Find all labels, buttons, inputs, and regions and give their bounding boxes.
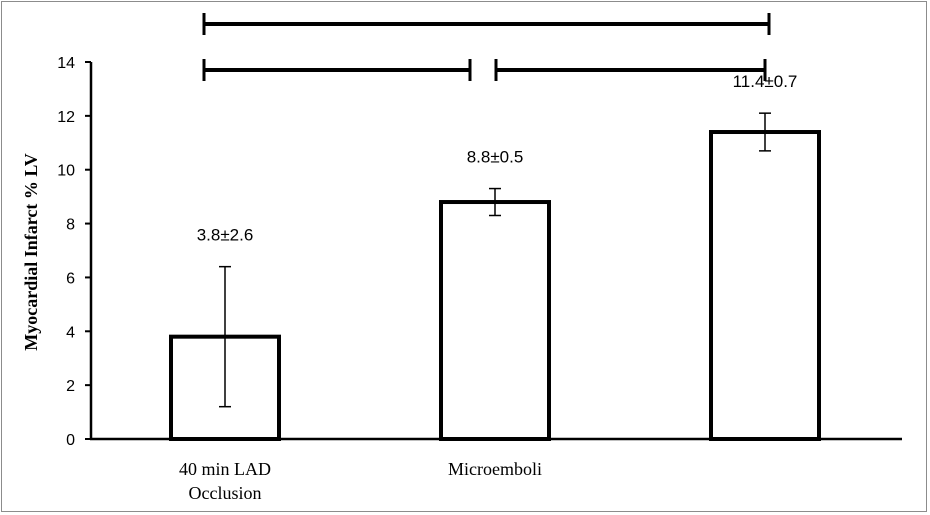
comparison-brackets bbox=[202, 13, 771, 81]
x-axis: 40 min LAD Occlusion Microemboli bbox=[90, 437, 902, 503]
y-tick-label: 14 bbox=[57, 55, 75, 72]
y-tick-label: 10 bbox=[57, 163, 75, 180]
y-tick-label: 6 bbox=[66, 270, 75, 287]
x-tick-label: Microemboli bbox=[448, 459, 542, 479]
y-tick-label: 4 bbox=[66, 324, 75, 341]
y-axis: 0 2 4 6 8 10 12 14 bbox=[57, 55, 93, 449]
x-tick-label: Occlusion bbox=[189, 483, 262, 503]
comparison-bracket bbox=[494, 59, 767, 81]
y-tick-label: 12 bbox=[57, 109, 75, 126]
data-label: 8.8±0.5 bbox=[467, 148, 524, 167]
x-tick-label: 40 min LAD bbox=[179, 459, 271, 479]
comparison-bracket bbox=[202, 59, 472, 81]
y-tick-label: 8 bbox=[66, 217, 75, 234]
data-label: 11.4±0.7 bbox=[733, 72, 798, 91]
bars: 3.8±2.6 8.8±0.5 11.4±0.7 bbox=[169, 72, 821, 441]
bar bbox=[709, 130, 821, 441]
y-tick-label: 0 bbox=[66, 432, 75, 449]
bar bbox=[439, 200, 551, 441]
y-axis-label: Myocardial Infarct % LV bbox=[21, 153, 41, 351]
comparison-bracket bbox=[202, 13, 771, 35]
y-tick-label: 2 bbox=[66, 378, 75, 395]
data-label: 3.8±2.6 bbox=[197, 226, 254, 245]
